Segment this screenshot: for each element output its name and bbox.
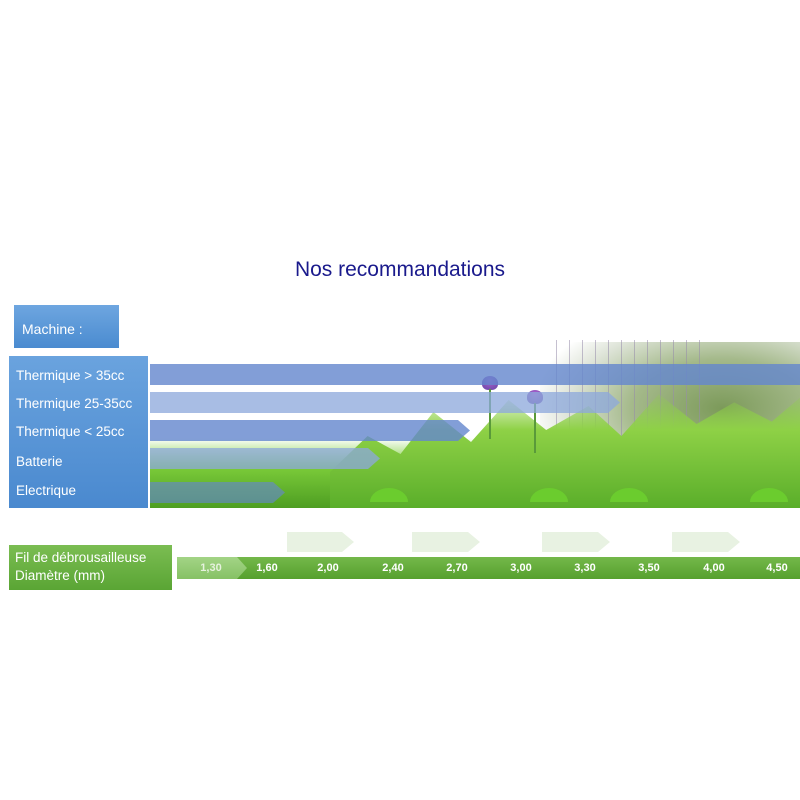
diameter-label-line2: Diamètre (mm) bbox=[15, 568, 105, 583]
machine-label-panel: Thermique > 35cc Thermique 25-35cc Therm… bbox=[9, 356, 148, 508]
machine-label-batterie: Batterie bbox=[16, 454, 63, 469]
machine-label-thermique-25-35: Thermique 25-35cc bbox=[16, 396, 133, 411]
ghost-arrow bbox=[672, 532, 740, 552]
leaf-icon bbox=[530, 488, 568, 502]
page-title: Nos recommandations bbox=[294, 258, 506, 281]
diameter-tick: 2,00 bbox=[317, 562, 339, 574]
machine-label-thermique-25minus: Thermique < 25cc bbox=[16, 424, 125, 439]
diameter-tick: 3,30 bbox=[574, 562, 596, 574]
grass-background-illustration bbox=[150, 330, 800, 508]
diameter-tick: 4,50 bbox=[766, 562, 788, 574]
diameter-scale-bar bbox=[177, 557, 800, 579]
leaf-icon bbox=[370, 488, 408, 502]
diameter-tick: 2,40 bbox=[382, 562, 404, 574]
leaf-icon bbox=[750, 488, 788, 502]
ghost-arrow bbox=[287, 532, 354, 552]
ghost-arrow bbox=[412, 532, 480, 552]
bar-thermique-35plus bbox=[150, 364, 800, 385]
diameter-tick: 3,00 bbox=[510, 562, 532, 574]
machine-label-electrique: Electrique bbox=[16, 483, 77, 498]
diameter-tick: 1,60 bbox=[256, 562, 278, 574]
machine-label-thermique-35plus: Thermique > 35cc bbox=[16, 368, 125, 383]
machine-header: Machine : bbox=[14, 305, 119, 348]
diameter-label-box: Fil de débrousailleuse Diamètre (mm) bbox=[9, 545, 172, 590]
diameter-tick: 2,70 bbox=[446, 562, 468, 574]
diameter-label-line1: Fil de débrousailleuse bbox=[15, 550, 147, 565]
diameter-tick: 4,00 bbox=[703, 562, 725, 574]
bar-thermique-25minus bbox=[150, 420, 470, 441]
bar-batterie bbox=[150, 448, 380, 469]
bar-electrique bbox=[150, 482, 285, 503]
leaf-icon bbox=[610, 488, 648, 502]
diameter-tick: 3,50 bbox=[638, 562, 660, 574]
diameter-tick: 1,30 bbox=[200, 562, 222, 574]
bar-thermique-25-35 bbox=[150, 392, 620, 413]
diameter-first-segment bbox=[177, 557, 247, 579]
ghost-arrow bbox=[542, 532, 610, 552]
